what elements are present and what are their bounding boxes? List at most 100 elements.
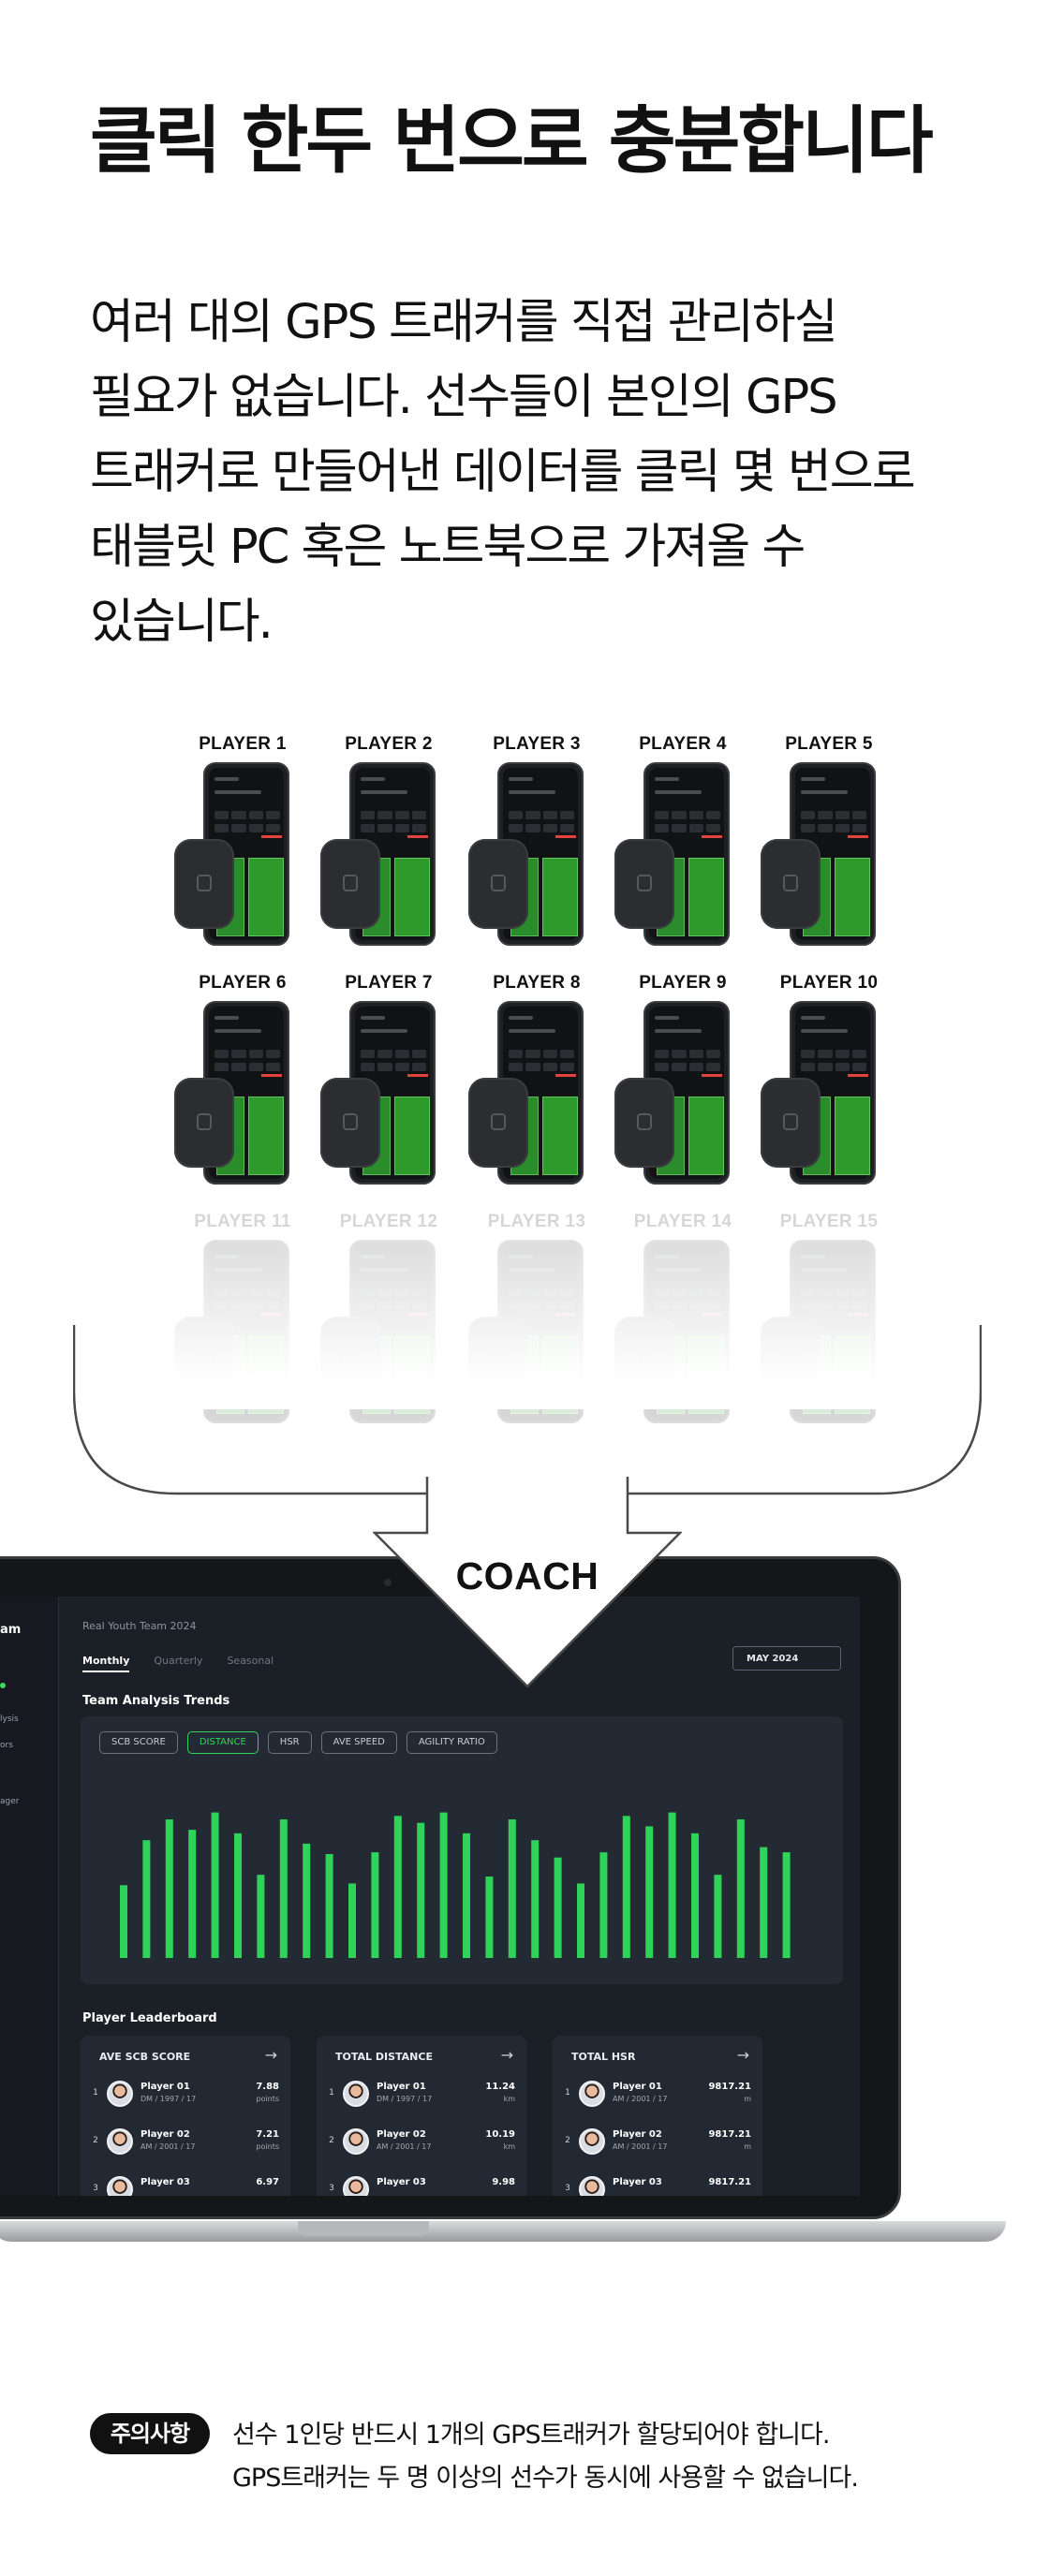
rank: 3: [329, 2184, 334, 2193]
player-label: PLAYER 15: [779, 1212, 879, 1231]
avatar: [107, 2128, 133, 2155]
player-label: PLAYER 12: [339, 1212, 438, 1231]
trend-bar: [554, 1857, 562, 1958]
metric-filters: SCB SCORE DISTANCE HSR AVE SPEED AGILITY…: [99, 1731, 497, 1754]
metric-value: 7.21: [256, 2129, 279, 2140]
avatar: [579, 2128, 605, 2155]
metric-value: 6.97: [256, 2177, 279, 2187]
month-selector[interactable]: MAY 2024: [732, 1646, 841, 1671]
player-label: PLAYER 6: [199, 973, 287, 993]
avatar: [107, 2176, 133, 2196]
card-title: TOTAL DISTANCE: [335, 2051, 433, 2063]
filter-hsr[interactable]: HSR: [267, 1731, 312, 1754]
metric-value: 7.88: [256, 2082, 279, 2092]
trend-bar: [393, 1816, 402, 1958]
trend-bar: [120, 1885, 127, 1958]
trend-bar: [371, 1852, 379, 1958]
trend-bar: [531, 1840, 540, 1958]
laptop-base: [0, 2221, 1006, 2242]
rank: 3: [565, 2184, 570, 2193]
description: 여러 대의 GPS 트래커를 직접 관리하실 필요가 없습니다. 선수들이 본인…: [90, 295, 916, 650]
arrow-right-icon[interactable]: →: [500, 2046, 513, 2064]
player-card: PLAYER 2: [318, 734, 459, 959]
rank: 2: [565, 2136, 570, 2145]
player-name: Player 03: [377, 2177, 426, 2187]
headline: 클릭 한두 번으로 충분합니다: [90, 99, 934, 184]
tab-monthly[interactable]: Monthly: [82, 1655, 130, 1672]
table-row[interactable]: 2 Player 02 AM / 2001 / 17 7.21 points: [90, 2125, 279, 2162]
gps-tracker-icon: [761, 839, 821, 929]
player-card: PLAYER 7: [318, 973, 459, 1198]
tab-quarterly[interactable]: Quarterly: [154, 1655, 203, 1667]
leaderboard-card-scb: AVE SCB SCORE → 1 Player 01 DM / 1997 / …: [81, 2036, 290, 2196]
table-row[interactable]: 3 Player 03 9.98: [326, 2172, 515, 2196]
trend-bar-chart: [120, 1812, 791, 1958]
rank: 1: [329, 2088, 334, 2098]
player-label: PLAYER 1: [199, 734, 287, 754]
metric-value: 11.24: [485, 2082, 515, 2092]
avatar: [579, 2176, 605, 2196]
trend-bar: [303, 1843, 311, 1958]
arrow-right-icon[interactable]: →: [736, 2046, 749, 2064]
filter-ave-speed[interactable]: AVE SPEED: [320, 1731, 397, 1754]
player-card: PLAYER 9: [613, 973, 753, 1198]
player-name: Player 01: [140, 2082, 190, 2092]
rank: 2: [93, 2136, 98, 2145]
metric-unit: km: [503, 2095, 515, 2103]
player-label: PLAYER 9: [639, 973, 727, 993]
trend-bar: [782, 1852, 791, 1958]
trend-bar: [325, 1854, 333, 1958]
table-row[interactable]: 2 Player 02 AM / 2001 / 17 9817.21 m: [562, 2125, 751, 2162]
trend-bar: [691, 1833, 699, 1958]
gps-tracker-icon: [468, 839, 528, 929]
filter-agility-ratio[interactable]: AGILITY RATIO: [406, 1731, 497, 1754]
player-info: AM / 2001 / 17: [613, 2142, 668, 2151]
trend-bar: [736, 1819, 745, 1958]
card-title: TOTAL HSR: [571, 2051, 636, 2063]
tab-seasonal[interactable]: Seasonal: [227, 1655, 274, 1667]
player-name: Player 02: [140, 2129, 190, 2140]
trend-bar: [508, 1819, 516, 1958]
trend-bar: [463, 1833, 470, 1958]
sidebar-active-dot: [0, 1683, 6, 1688]
trend-bar: [622, 1816, 630, 1958]
trend-bar: [714, 1875, 722, 1958]
sidebar-title: am: [0, 1623, 22, 1637]
sidebar-item-analysis[interactable]: lysis: [0, 1715, 19, 1724]
notice-line-1: 선수 1인당 반드시 1개의 GPS트래커가 할당되어야 합니다.: [232, 2421, 830, 2450]
arrow-right-icon[interactable]: →: [264, 2046, 277, 2064]
avatar: [343, 2081, 369, 2107]
player-label: PLAYER 11: [194, 1212, 291, 1231]
table-row[interactable]: 1 Player 01 DM / 1997 / 17 7.88 points: [90, 2077, 279, 2114]
player-card: PLAYER 5: [759, 734, 899, 959]
player-info: AM / 2001 / 17: [377, 2142, 432, 2151]
table-row[interactable]: 2 Player 02 AM / 2001 / 17 10.19 km: [326, 2125, 515, 2162]
laptop-notch: [298, 2221, 429, 2236]
metric-value: 9817.21: [708, 2129, 751, 2140]
camera-dot: [384, 1579, 392, 1586]
metric-unit: m: [744, 2095, 751, 2103]
player-name: Player 02: [377, 2129, 426, 2140]
trends-panel: SCB SCORE DISTANCE HSR AVE SPEED AGILITY…: [81, 1716, 843, 1984]
player-name: Player 03: [613, 2177, 662, 2187]
gps-tracker-icon: [174, 1078, 234, 1168]
sidebar-item-manager[interactable]: ager: [0, 1797, 20, 1806]
table-row[interactable]: 1 Player 01 AM / 2001 / 17 9817.21 m: [562, 2077, 751, 2114]
trend-bar: [599, 1852, 608, 1958]
player-card: PLAYER 10: [759, 973, 899, 1198]
gps-tracker-icon: [320, 1078, 380, 1168]
sidebar: am lysis ors ager: [0, 1597, 59, 2196]
table-row[interactable]: 1 Player 01 DM / 1997 / 17 11.24 km: [326, 2077, 515, 2114]
player-label: PLAYER 13: [487, 1212, 586, 1231]
player-card: PLAYER 8: [466, 973, 607, 1198]
trend-bar: [348, 1883, 356, 1958]
filter-distance[interactable]: DISTANCE: [186, 1731, 259, 1754]
sidebar-item-players[interactable]: ors: [0, 1741, 13, 1750]
player-label: PLAYER 3: [493, 734, 581, 754]
trend-bar: [577, 1883, 584, 1958]
filter-scb-score[interactable]: SCB SCORE: [99, 1731, 178, 1754]
table-row[interactable]: 3 Player 03 9817.21: [562, 2172, 751, 2196]
gps-tracker-icon: [614, 839, 674, 929]
table-row[interactable]: 3 Player 03 6.97: [90, 2172, 279, 2196]
trends-title: Team Analysis Trends: [82, 1694, 230, 1708]
